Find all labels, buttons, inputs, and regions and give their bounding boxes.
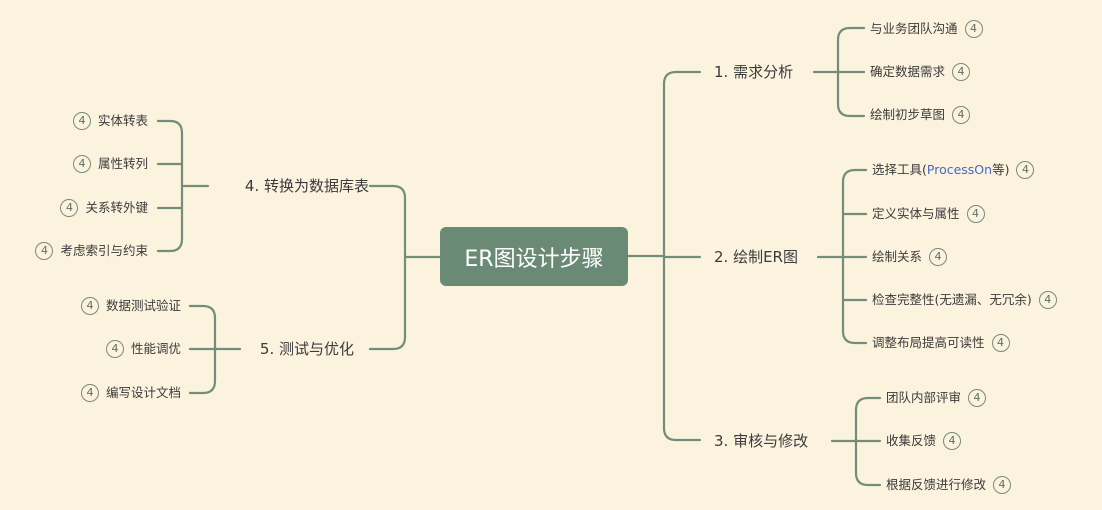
leaf-item[interactable]: 检查完整性(无遗漏、无冗余) 4 [872, 291, 1057, 309]
count-badge: 4 [964, 20, 983, 38]
leaf-label: 数据测试验证 [105, 298, 181, 313]
leaf-item[interactable]: 绘制初步草图 4 [870, 106, 971, 124]
leaf-item[interactable]: 属性转列 4 [72, 155, 148, 173]
trunk-right-vertical [662, 70, 702, 442]
processon-link[interactable]: ProcessOn [926, 162, 993, 177]
leaf-label: 实体转表 [97, 113, 148, 128]
leaf-item[interactable]: 选择工具(ProcessOn等) 4 [872, 161, 1035, 179]
count-badge: 4 [993, 476, 1012, 494]
leaf-label: 调整布局提高可读性 [872, 335, 985, 350]
leaf-item[interactable]: 与业务团队沟通 4 [870, 20, 983, 38]
branch-draw-er[interactable]: 2. 绘制ER图 [714, 248, 798, 266]
link-b4-sub [156, 119, 210, 253]
leaf-label: 选择工具(ProcessOn等) [872, 162, 1010, 177]
count-badge: 4 [1016, 161, 1035, 179]
count-badge: 4 [35, 242, 54, 260]
count-badge: 4 [968, 389, 987, 407]
leaf-item[interactable]: 数据测试验证 4 [80, 297, 181, 315]
branch-test-optimize[interactable]: 5. 测试与优化 [259, 340, 354, 358]
branch-convert-tables[interactable]: 4. 转换为数据库表 [244, 177, 369, 195]
link-b5-sub [188, 304, 242, 395]
leaf-item[interactable]: 收集反馈 4 [886, 432, 962, 450]
leaf-label: 性能调优 [130, 341, 181, 356]
count-badge: 4 [80, 297, 99, 315]
branch-review[interactable]: 3. 审核与修改 [714, 432, 809, 450]
leaf-label: 确定数据需求 [870, 64, 946, 79]
count-badge: 4 [60, 199, 79, 217]
count-badge: 4 [943, 432, 962, 450]
leaf-label: 编写设计文档 [105, 385, 181, 400]
leaf-label: 检查完整性(无遗漏、无冗余) [872, 292, 1032, 307]
count-badge: 4 [80, 384, 99, 402]
count-badge: 4 [1038, 291, 1057, 309]
link-b1-sub [812, 26, 866, 118]
trunk-left-vertical [368, 184, 407, 351]
leaf-label: 关系转外键 [85, 200, 148, 215]
leaf-item[interactable]: 实体转表 4 [72, 112, 148, 130]
branch-requirements[interactable]: 1. 需求分析 [714, 63, 794, 81]
count-badge: 4 [966, 205, 985, 223]
link-b2-sub [816, 168, 868, 345]
leaf-item[interactable]: 考虑索引与约束 4 [35, 242, 148, 260]
leaf-item[interactable]: 确定数据需求 4 [870, 63, 971, 81]
leaf-item[interactable]: 定义实体与属性 4 [872, 205, 985, 223]
root-topic-label: ER图设计步骤 [464, 246, 604, 272]
leaf-label: 考虑索引与约束 [60, 243, 148, 258]
leaf-item[interactable]: 绘制关系 4 [872, 248, 948, 266]
leaf-label: 定义实体与属性 [872, 206, 960, 221]
link-b3-sub [830, 396, 882, 487]
leaf-item[interactable]: 根据反馈进行修改 4 [886, 476, 1012, 494]
count-badge: 4 [952, 63, 971, 81]
count-badge: 4 [72, 112, 91, 130]
leaf-label: 与业务团队沟通 [870, 21, 958, 36]
count-badge: 4 [991, 334, 1010, 352]
count-badge: 4 [929, 248, 948, 266]
leaf-item[interactable]: 编写设计文档 4 [80, 384, 181, 402]
leaf-item[interactable]: 性能调优 4 [105, 340, 181, 358]
root-topic[interactable]: ER图设计步骤 [440, 227, 628, 286]
count-badge: 4 [105, 340, 124, 358]
leaf-label: 绘制关系 [872, 249, 923, 264]
leaf-label: 绘制初步草图 [870, 107, 946, 122]
leaf-item[interactable]: 团队内部评审 4 [886, 389, 987, 407]
leaf-item[interactable]: 调整布局提高可读性 4 [872, 334, 1010, 352]
leaf-label: 根据反馈进行修改 [886, 477, 987, 492]
leaf-label: 收集反馈 [886, 433, 937, 448]
leaf-label: 属性转列 [97, 156, 148, 171]
leaf-item[interactable]: 关系转外键 4 [60, 199, 148, 217]
count-badge: 4 [952, 106, 971, 124]
leaf-label: 团队内部评审 [886, 390, 962, 405]
count-badge: 4 [72, 155, 91, 173]
